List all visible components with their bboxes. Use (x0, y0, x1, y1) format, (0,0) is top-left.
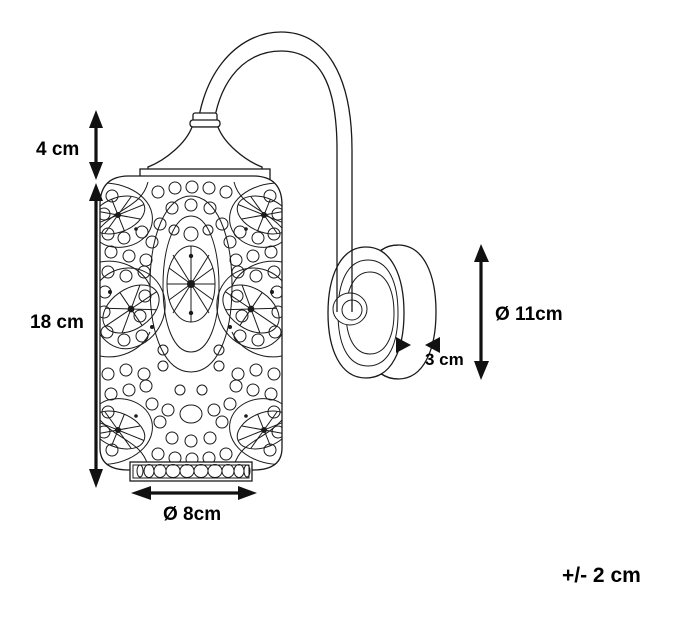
dimension-arrow-backplate-depth (396, 337, 440, 353)
dimension-arrow-cap-height (89, 110, 103, 180)
dimension-arrow-shade-diameter (131, 486, 257, 500)
shade-ornament-pattern (100, 180, 282, 467)
wall-mount-backplate (327, 244, 437, 380)
shade-bottom-band (129, 461, 253, 482)
dimension-label-backplate-depth: 3 cm (425, 350, 464, 369)
dimension-arrow-backplate-diameter (474, 244, 489, 380)
lamp-shade (99, 175, 283, 471)
dimension-label-cap-height: 4 cm (36, 139, 80, 160)
dimension-label-shade-diameter: Ø 8cm (163, 504, 222, 525)
tolerance-note: +/- 2 cm (562, 564, 641, 587)
dimension-arrow-shade-height (89, 183, 103, 488)
shade-cap (139, 112, 271, 181)
dimension-label-shade-height: 18 cm (30, 312, 84, 333)
dimension-label-backplate-diameter: Ø 11cm (495, 304, 563, 325)
lamp-arm (195, 31, 353, 312)
